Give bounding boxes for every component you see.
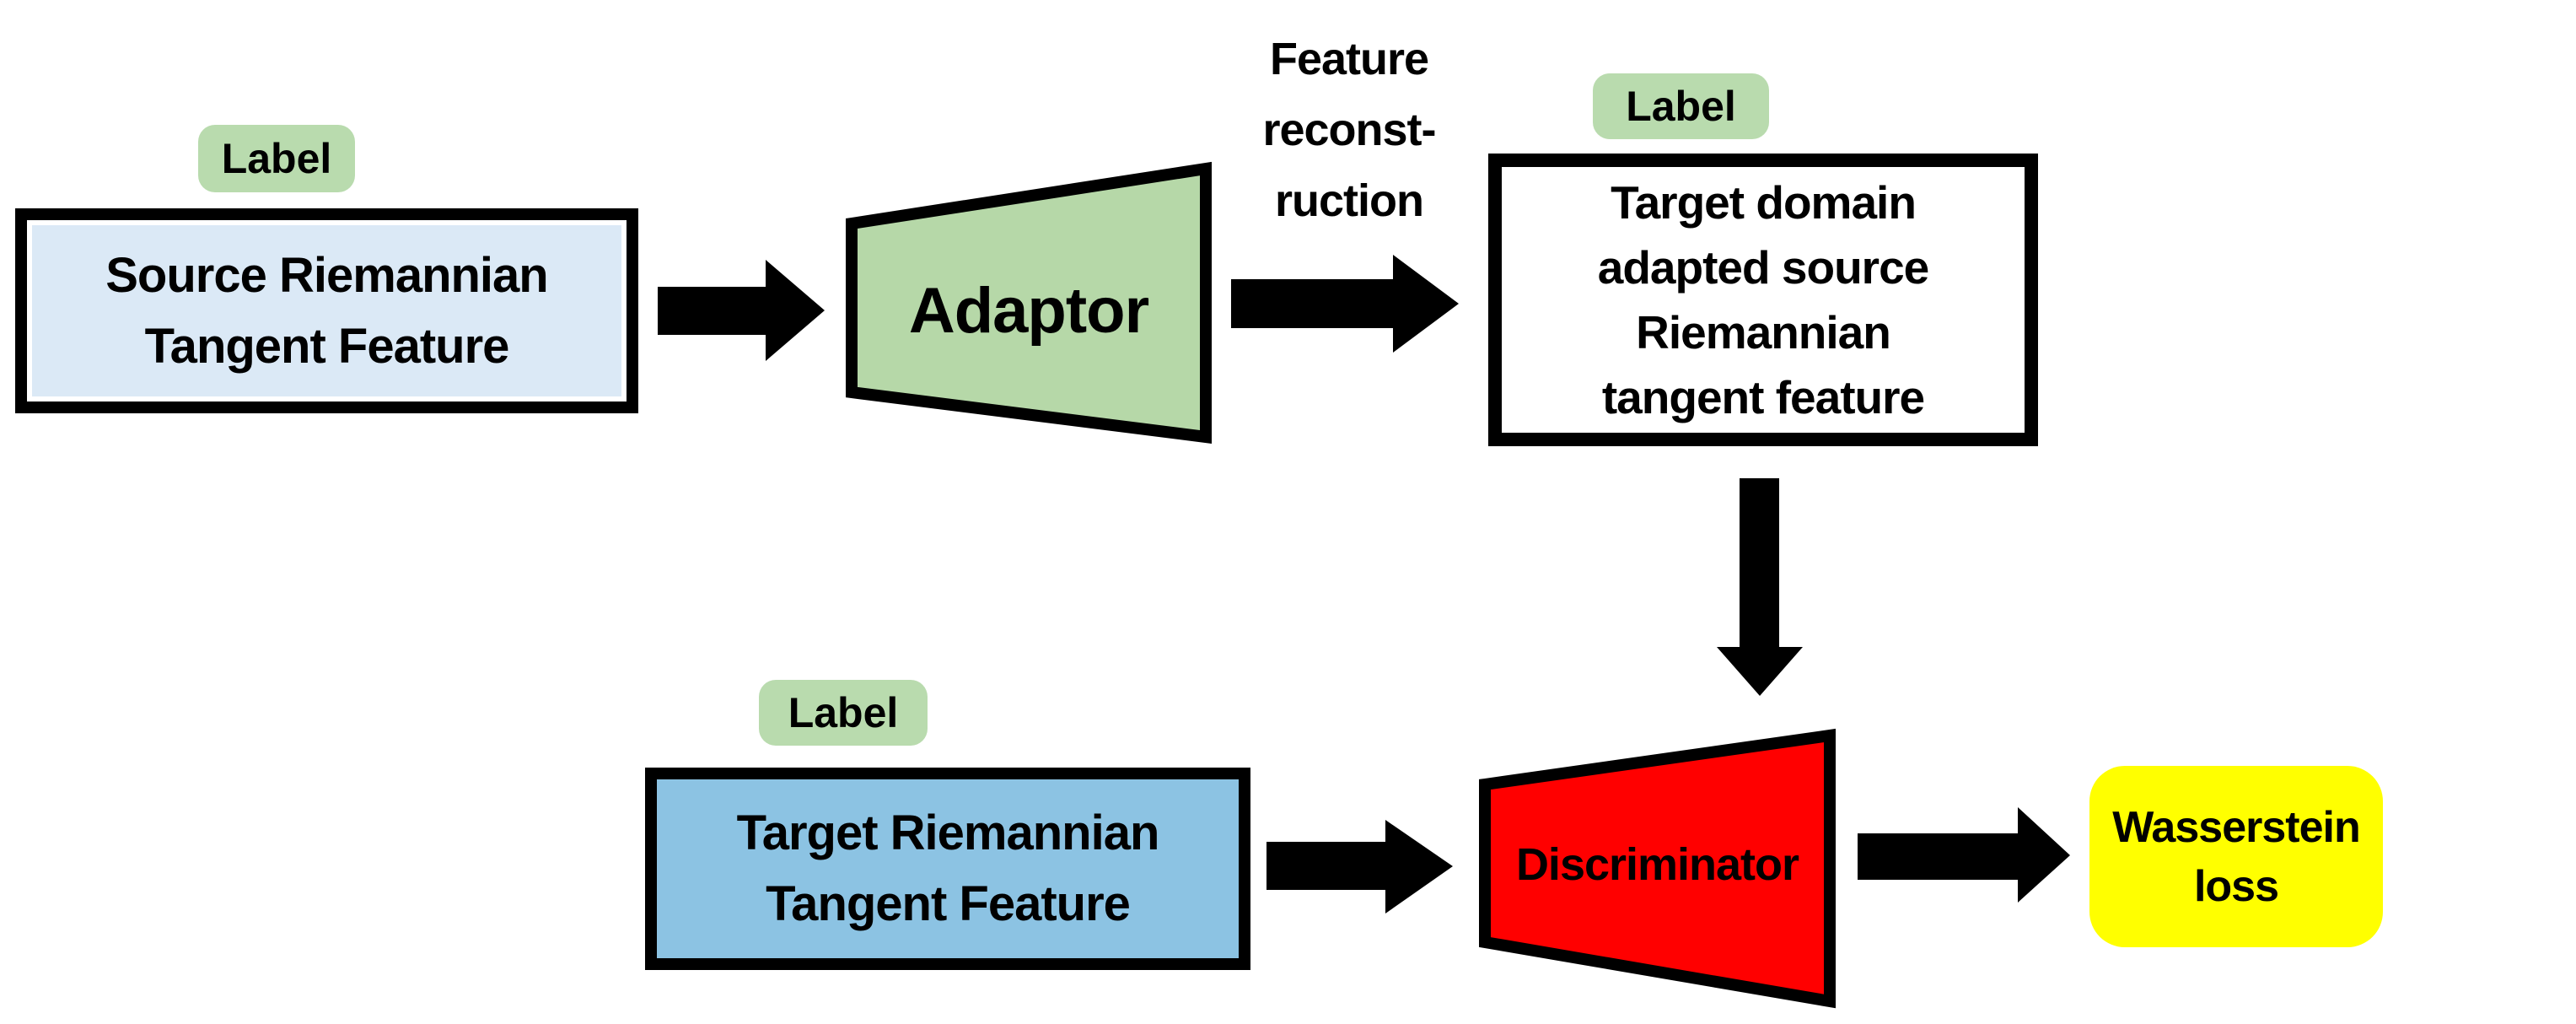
discriminator-trapezoid [1479,728,1836,1009]
adapted-feature-line3: Riemannian [1636,305,1891,358]
source-feature-box: Source Riemannian Tangent Feature [15,208,638,413]
adapted-feature-line4: tangent feature [1601,370,1925,423]
caption-line2: reconst- [1262,105,1436,155]
wasserstein-loss-line2: loss [2193,861,2279,911]
adaptor-label: Adaptor [908,274,1149,347]
target-feature-line1: Target Riemannian [736,806,1160,860]
label-badge-text: Label [788,689,899,736]
label-badge-source: Label [198,125,355,192]
label-badge-text: Label [1626,83,1736,130]
source-feature-line1: Source Riemannian [105,247,548,303]
feature-reconstruction-caption: Feature reconst- ruction [1180,24,1518,236]
source-feature-box-fill: Source Riemannian Tangent Feature [32,225,621,396]
target-feature-line2: Tangent Feature [766,876,1131,931]
arrow-down-adapted-to-discriminator-icon [1717,478,1803,696]
arrow-right-discriminator-to-loss-icon [1858,807,2070,903]
discriminator-label: Discriminator [1515,839,1799,890]
arrow-right-source-to-adaptor-icon [658,260,825,361]
label-badge-text: Label [221,135,332,182]
wasserstein-loss-line1: Wasserstein [2112,802,2360,852]
target-feature-box: Target Riemannian Tangent Feature [645,768,1250,970]
caption-line1: Feature [1269,34,1429,84]
label-badge-adapted: Label [1593,73,1769,139]
arrow-right-target-to-discriminator-icon [1266,820,1453,914]
label-badge-target: Label [759,680,928,746]
adapted-feature-line2: adapted source [1597,240,1930,294]
adapted-feature-line1: Target domain [1611,175,1917,229]
adaptor-trapezoid [846,161,1212,444]
caption-line3: ruction [1275,175,1424,226]
adapted-feature-box: Target domain adapted source Riemannian … [1488,154,2038,446]
source-feature-line2: Tangent Feature [144,318,510,374]
arrow-right-adaptor-to-adapted-icon [1231,255,1459,353]
wasserstein-loss-box: Wasserstein loss [2089,766,2383,947]
